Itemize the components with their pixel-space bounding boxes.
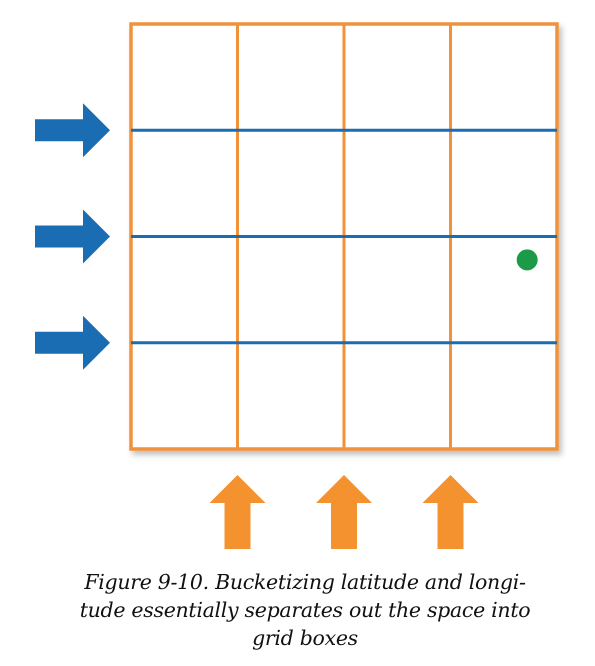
caption-line-3: grid boxes: [252, 626, 358, 650]
arrow-up-icon: [209, 475, 266, 549]
location-point: [516, 249, 538, 271]
caption-line-1: Figure 9-10. Bucketizing latitude and lo…: [84, 570, 526, 594]
latitude-arrows: [35, 103, 110, 370]
arrow-up-icon: [422, 475, 479, 549]
caption-line-2: tude essentially separates out the space…: [79, 598, 531, 622]
arrow-right-icon: [35, 315, 110, 370]
latitude-bucket-lines: [131, 128, 557, 345]
longitude-arrows: [209, 475, 479, 549]
arrow-right-icon: [35, 209, 110, 264]
bucketized-grid-diagram: [35, 22, 559, 549]
figure-caption: Figure 9-10. Bucketizing latitude and lo…: [40, 568, 570, 652]
grid-box: [129, 22, 559, 451]
arrow-right-icon: [35, 103, 110, 158]
arrow-up-icon: [316, 475, 372, 549]
